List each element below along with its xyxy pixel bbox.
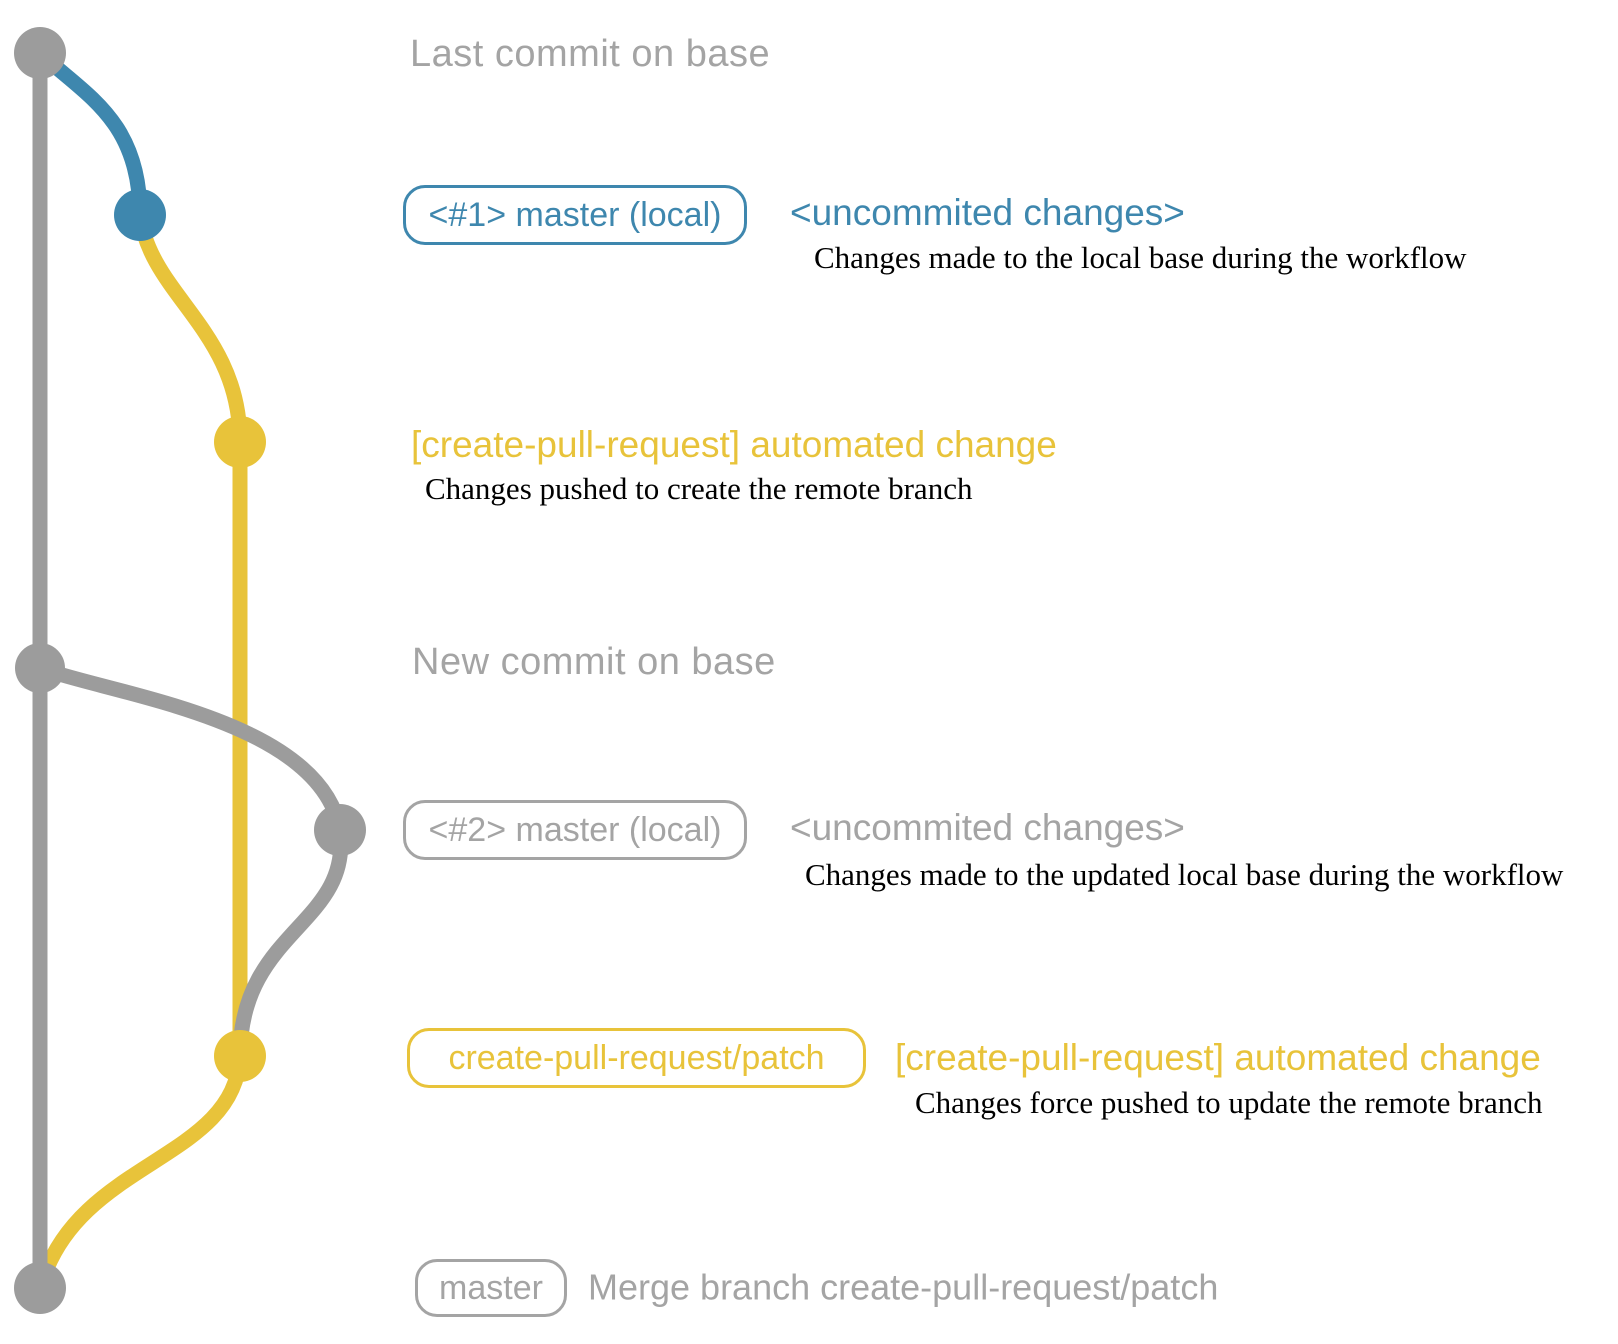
label-merge-branch: Merge branch create-pull-request/patch <box>588 1266 1219 1308</box>
commit-graph <box>14 27 366 1314</box>
badge-master-local-2: <#2> master (local) <box>403 800 747 860</box>
badge-master-local-2-text: <#2> master (local) <box>428 811 722 849</box>
branch-local2-curve-out <box>32 660 348 838</box>
commit-dot-merge-commit <box>14 1262 66 1314</box>
badge-master-text: master <box>439 1269 543 1307</box>
heading-uncommited-changes-2: <uncommited changes> <box>790 806 1185 848</box>
badge-master-local-1-text: <#1> master (local) <box>428 196 722 234</box>
label-new-commit-on-base: New commit on base <box>412 641 776 684</box>
note-local-base-changes-1: Changes made to the local base during th… <box>814 239 1467 275</box>
note-pushed-create-remote: Changes pushed to create the remote bran… <box>425 470 973 506</box>
commit-dot-remote-branch-commit-2 <box>214 1030 266 1082</box>
label-last-commit-on-base: Last commit on base <box>410 33 771 76</box>
heading-uncommited-changes-1: <uncommited changes> <box>790 191 1185 233</box>
commit-dot-remote-branch-commit-1 <box>214 416 266 468</box>
heading-automated-change-1: [create-pull-request] automated change <box>411 423 1057 465</box>
branch-remote-curve-top <box>132 207 248 450</box>
commit-dot-new-commit-on-base <box>15 643 65 693</box>
note-force-pushed-update-remote: Changes force pushed to update the remot… <box>915 1084 1543 1120</box>
branch-local1-curve <box>32 45 148 223</box>
badge-master-local-1: <#1> master (local) <box>403 185 747 245</box>
commit-dot-local-commit-2 <box>314 804 366 856</box>
branch-remote-merge-curve <box>34 1048 248 1290</box>
badge-master: master <box>415 1259 567 1317</box>
note-local-base-changes-2: Changes made to the updated local base d… <box>805 856 1564 892</box>
commit-dot-local-commit-1 <box>114 189 166 241</box>
commit-dot-last-commit-on-base <box>14 27 66 79</box>
badge-create-pull-request-patch-text: create-pull-request/patch <box>448 1039 825 1077</box>
heading-automated-change-2: [create-pull-request] automated change <box>895 1036 1541 1078</box>
branch-local2-curve-in <box>232 822 349 1064</box>
badge-create-pull-request-patch: create-pull-request/patch <box>407 1028 866 1088</box>
